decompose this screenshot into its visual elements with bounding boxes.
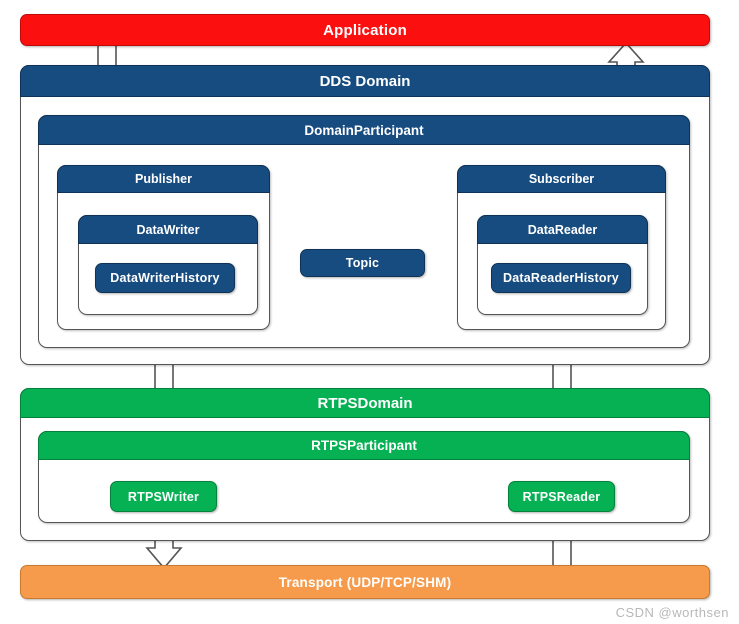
rtps-participant-container[interactable]: RTPSParticipant <box>38 431 690 523</box>
rtps-domain-header: RTPSDomain <box>20 388 710 418</box>
datawriterhistory-box[interactable]: DataWriterHistory <box>95 263 235 293</box>
datawriter-label: DataWriter <box>136 222 200 237</box>
rtps-participant-label: RTPSParticipant <box>311 438 417 453</box>
rtpswriter-label: RTPSWriter <box>127 489 200 504</box>
domain-participant-header: DomainParticipant <box>38 115 690 145</box>
datawriterhistory-label: DataWriterHistory <box>110 271 220 285</box>
datawriter-header: DataWriter <box>78 215 258 244</box>
rtpswriter-box[interactable]: RTPSWriter <box>110 481 217 512</box>
dds-domain-header: DDS Domain <box>20 65 710 97</box>
topic-box[interactable]: Topic <box>300 249 425 277</box>
rtpsreader-box[interactable]: RTPSReader <box>508 481 615 512</box>
subscriber-label: Subscriber <box>528 172 595 186</box>
transport-box[interactable]: Transport (UDP/TCP/SHM) <box>20 565 710 599</box>
subscriber-header: Subscriber <box>457 165 666 193</box>
domain-participant-label: DomainParticipant <box>304 122 424 138</box>
application-box[interactable]: Application <box>20 14 710 46</box>
datareaderhistory-box[interactable]: DataReaderHistory <box>491 263 631 293</box>
rtps-domain-label: RTPSDomain <box>317 394 413 412</box>
datareader-header: DataReader <box>477 215 648 244</box>
publisher-header: Publisher <box>57 165 270 193</box>
rtps-participant-header: RTPSParticipant <box>38 431 690 460</box>
datareaderhistory-label: DataReaderHistory <box>503 271 619 285</box>
transport-label: Transport (UDP/TCP/SHM) <box>278 574 452 590</box>
rtpsreader-label: RTPSReader <box>522 489 601 504</box>
watermark-text: CSDN @worthsen <box>615 605 729 620</box>
publisher-label: Publisher <box>135 172 192 186</box>
topic-label: Topic <box>345 256 380 270</box>
datareader-label: DataReader <box>527 222 598 237</box>
dds-domain-label: DDS Domain <box>319 72 411 90</box>
application-label: Application <box>323 21 407 39</box>
